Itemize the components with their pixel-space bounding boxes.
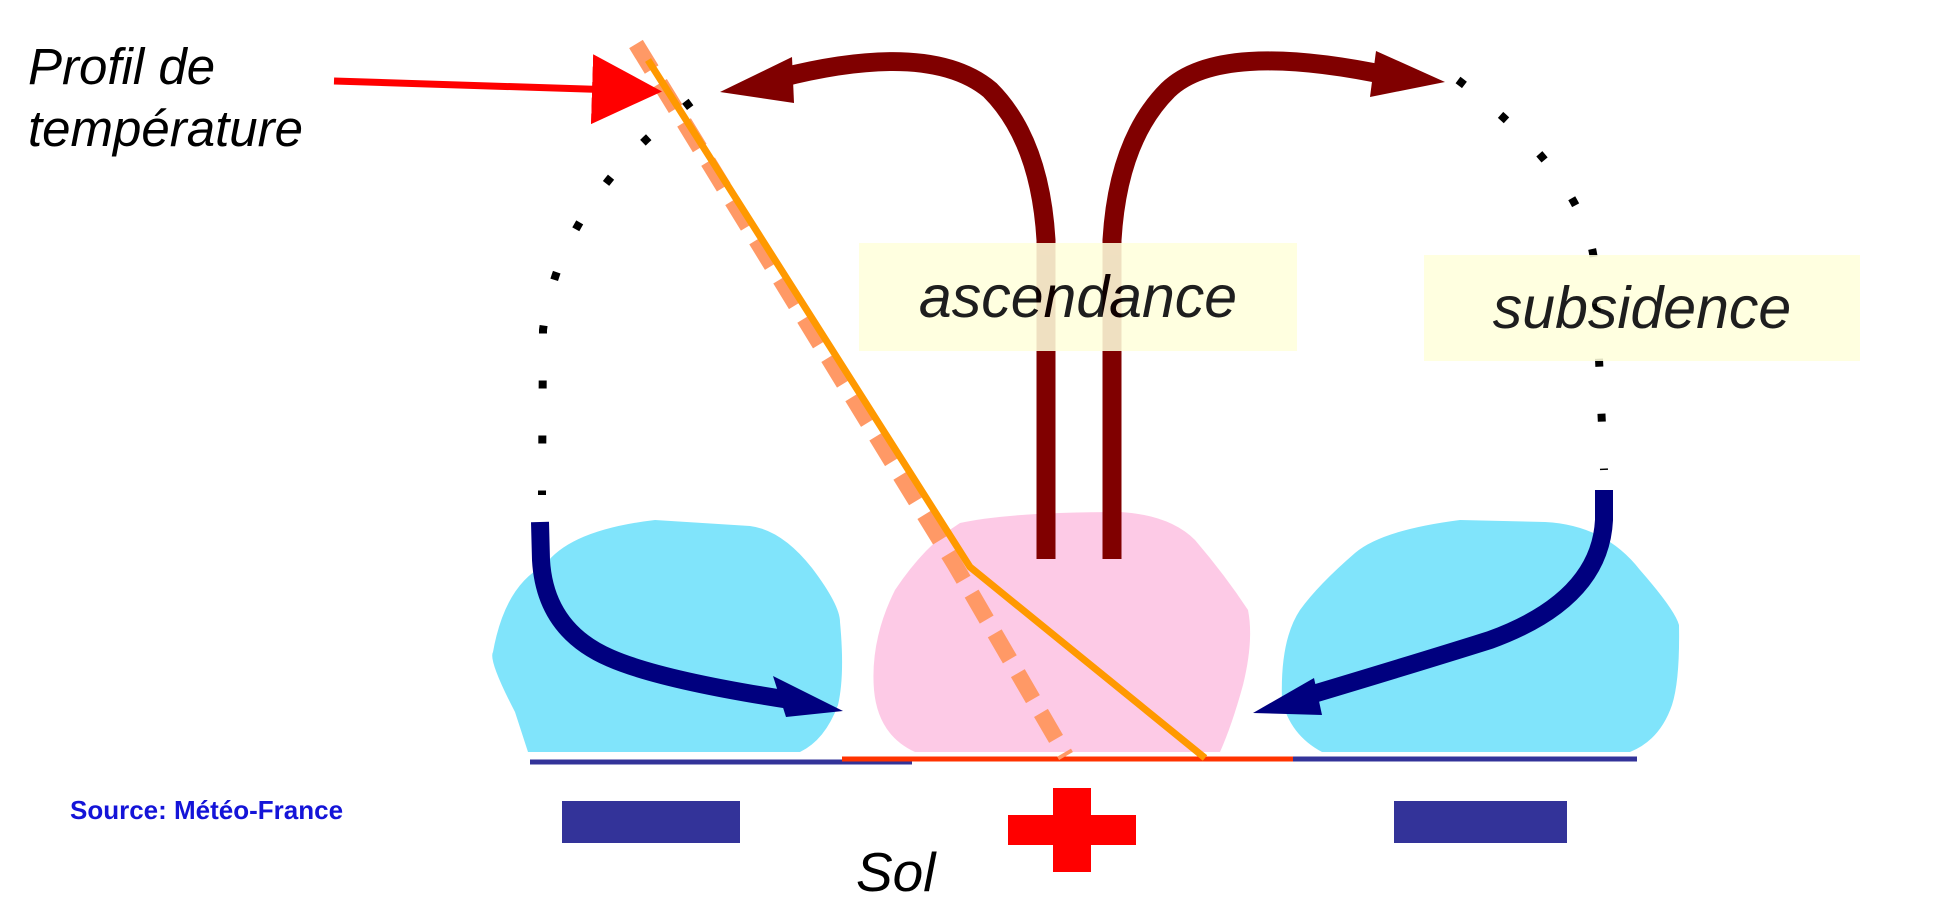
subsidence-label: subsidence xyxy=(1424,255,1860,361)
downdraft-arrowhead-right xyxy=(1253,678,1322,715)
source-credit: Source: Météo-France xyxy=(70,795,344,825)
ascendance-label: ascendance xyxy=(859,243,1297,351)
minus-sign-left xyxy=(562,801,740,843)
updraft-arrowhead-right xyxy=(1370,51,1445,97)
temperature-profile-dashed xyxy=(629,39,1073,761)
minus-sign-right xyxy=(1394,801,1567,843)
temperature-profile-label-line1: Profil de xyxy=(28,38,216,95)
downdraft-arrow-left xyxy=(531,521,792,709)
warm-air-blob-center xyxy=(873,512,1251,752)
updraft-arrow-right xyxy=(1102,51,1392,559)
temperature-profile-label-line2: température xyxy=(28,100,303,157)
updraft-arrowhead-left xyxy=(720,57,794,103)
temperature-profile-solid xyxy=(645,58,1208,761)
plus-sign xyxy=(1008,788,1136,872)
downdraft-arrow-right xyxy=(1307,490,1613,704)
dotted-return-left xyxy=(538,98,694,496)
ascendance-label-text: ascendance xyxy=(918,264,1238,330)
updraft-arrow-left xyxy=(777,52,1056,559)
downdraft-arrowhead-left xyxy=(773,676,843,717)
ground-label: Sol xyxy=(856,841,936,903)
temperature-profile-label: Profil de température xyxy=(28,36,303,160)
profile-pointer-arrow xyxy=(333,54,662,125)
subsidence-label-text: subsidence xyxy=(1492,275,1792,341)
